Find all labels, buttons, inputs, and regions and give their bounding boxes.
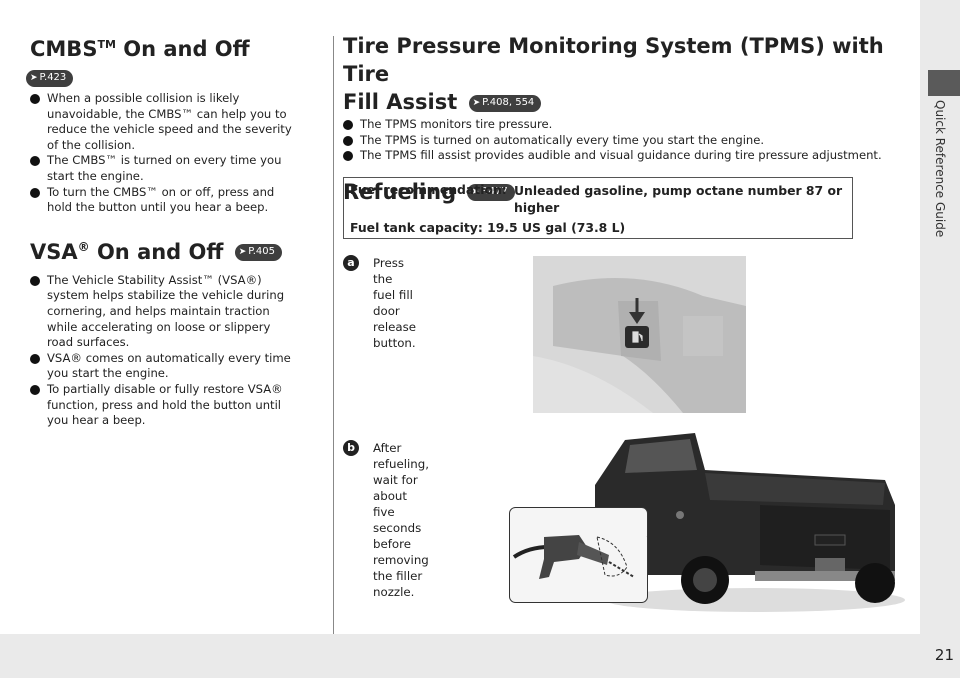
fuel-recommendation-value: Unleaded gasoline, pump octane number 87…: [514, 183, 843, 215]
cmbs-heading: CMBSTM On and Off: [30, 37, 250, 61]
bullet-icon: [343, 120, 353, 130]
step-b-icon: b: [343, 440, 359, 456]
footer-band: [0, 634, 920, 678]
refueling-heading: Refueling ➤P.477: [343, 179, 911, 205]
fuel-door: [676, 511, 684, 519]
bullet-icon: [343, 135, 353, 146]
bullet-icon: [30, 275, 40, 286]
truck-illustration: [595, 433, 905, 612]
page-number: 21: [934, 646, 954, 664]
arrow-down-icon: [629, 312, 645, 324]
fuel-info-box: Fuel recommendation: Unleaded gasoline, …: [343, 177, 853, 239]
vsa-heading: VSA® On and Off ➤P.405: [30, 234, 322, 265]
arrow-right-icon: ➤: [472, 97, 481, 108]
vsa-bullets: The Vehicle Stability Assist™ (VSA®)syst…: [30, 273, 322, 429]
left-column: CMBSTM On and Off ➤P.423 When a possible…: [26, 32, 322, 429]
fuel-tank-capacity: Fuel tank capacity: 19.5 US gal (73.8 L): [350, 220, 626, 235]
refueling-ref[interactable]: ➤P.477: [467, 184, 515, 202]
list-item: The Vehicle Stability Assist™ (VSA®)syst…: [30, 273, 322, 351]
vsa-ref[interactable]: ➤P.405: [234, 244, 283, 262]
list-item: To partially disable or fully restore VS…: [30, 382, 322, 429]
arrow-right-icon: ➤: [471, 187, 479, 198]
license-plate: [815, 558, 845, 573]
bullet-icon: [343, 151, 353, 162]
list-item: The TPMS monitors tire pressure.: [343, 117, 911, 133]
list-item: The TPMS is turned on automatically ever…: [343, 133, 911, 149]
tpms-ref[interactable]: ➤P.408, 554: [468, 94, 542, 112]
fuel-pump-icon: [632, 331, 643, 343]
honda-logo: [814, 534, 846, 546]
tpms-heading: Tire Pressure Monitoring System (TPMS) w…: [343, 34, 884, 114]
fuel-nozzle-inset: [509, 507, 648, 603]
bullet-icon: [30, 384, 40, 395]
side-tab: [920, 0, 960, 678]
bullet-icon: [30, 156, 40, 167]
cmbs-ref[interactable]: ➤P.423: [26, 68, 322, 87]
bullet-icon: [30, 187, 40, 198]
fuel-recommendation-label: Fuel recommendation:: [350, 182, 507, 197]
bullet-icon: [30, 94, 40, 104]
side-label: Quick Reference Guide: [933, 100, 947, 238]
tpms-bullets: The TPMS monitors tire pressure. The TPM…: [343, 117, 911, 164]
list-item: The TPMS fill assist provides audible an…: [343, 148, 911, 164]
fuel-door-release-illustration: [533, 256, 746, 413]
arrow-right-icon: ➤: [238, 247, 247, 258]
right-column: Tire Pressure Monitoring System (TPMS) w…: [343, 32, 911, 205]
step-a-icon: a: [343, 255, 359, 271]
column-divider: [333, 36, 334, 634]
bullet-icon: [30, 353, 40, 364]
arrow-right-icon: ➤: [30, 73, 38, 83]
side-tab-marker: [928, 70, 960, 96]
